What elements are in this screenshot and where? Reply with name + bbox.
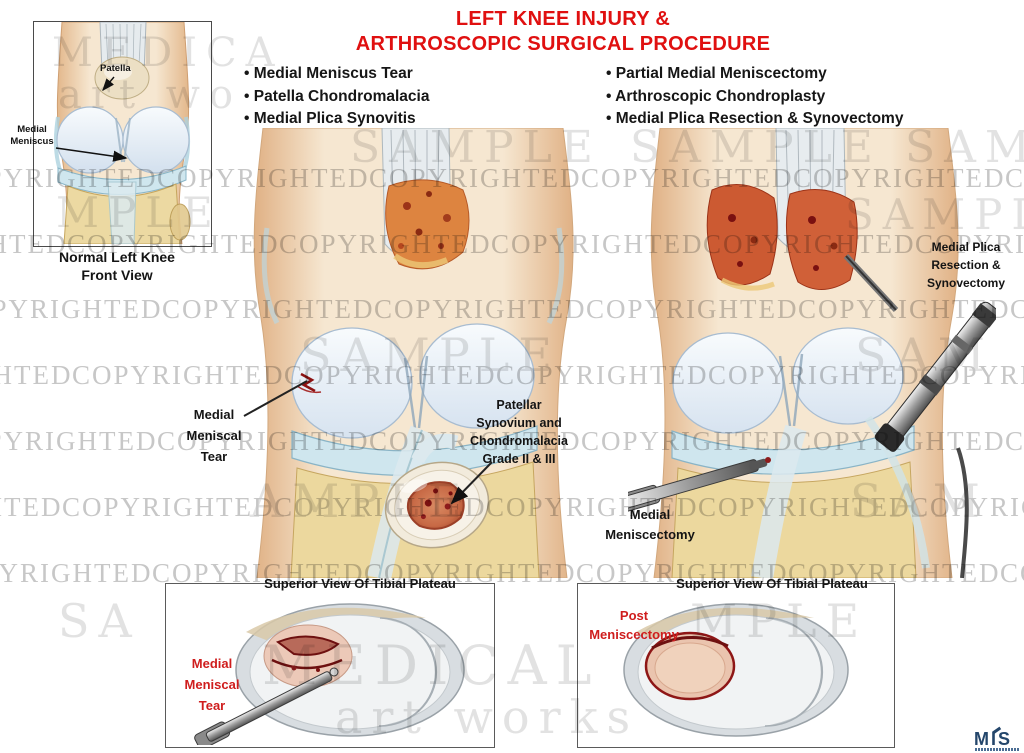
tibial-plateau-tear-illustration: [194, 603, 465, 747]
page-title: LEFT KNEE INJURY & ARTHROSCOPIC SURGICAL…: [333, 7, 793, 57]
meniscectomy-shaver-instrument: [615, 457, 771, 513]
patellar-chondromalacia-label: Patellar Synovium and Chondromalacia Gra…: [470, 398, 568, 466]
bullet-item: Patella Chondromalacia: [244, 86, 430, 109]
copyrighted-watermark: COPYRIGHTED: [1000, 558, 1024, 588]
lateral-femoral-condyle: [122, 106, 190, 174]
procedure-bullet-list: Partial Medial Meniscectomy Arthroscopic…: [606, 63, 903, 131]
normal-knee-inset-box: [33, 21, 212, 247]
plica-resection-label: Medial Plica Resection & Synovectomy: [926, 240, 1006, 290]
copyrighted-watermark: COPYRIGHTED: [0, 360, 73, 390]
cruciate-ligaments: [778, 353, 804, 427]
lateral-femoral-condyle: [792, 327, 904, 425]
lateral-meniscus: [764, 617, 824, 727]
patellar-tendon: [751, 424, 807, 580]
medial-femoral-condyle: [291, 327, 413, 439]
medial-meniscectomy-label: Medial Meniscectomy: [605, 507, 695, 542]
patellar-tendon: [107, 181, 137, 245]
cruciate-ligaments: [403, 355, 429, 429]
tibial-plateau-caption-left: Superior View Of Tibial Plateau: [264, 576, 456, 591]
normal-knee-front-view-illustration: [54, 22, 191, 245]
copyrighted-watermark: COPYRIGHTED: [0, 558, 153, 588]
medial-femoral-condyle: [672, 332, 784, 434]
copyrighted-watermark: COPYRIGHTED: [0, 294, 163, 324]
arthroscopic-surgery-figure: [615, 127, 999, 580]
knee-injury-illustration: [253, 127, 574, 581]
arthroscopy-illustration: [615, 127, 999, 580]
normal-knee-caption: Normal Left Knee Front View: [59, 249, 175, 283]
medial-femoral-condyle: [56, 106, 124, 174]
arthroscope-instrument: [843, 253, 999, 579]
medial-meniscal-tear-label: Medial Meniscal Tear: [186, 407, 242, 464]
post-meniscectomy-box: [577, 583, 895, 748]
bullet-item: Medial Meniscus Tear: [244, 63, 429, 86]
lateral-retinaculum: [546, 227, 565, 325]
copyrighted-watermark: COPYRIGHTED: [1010, 294, 1024, 324]
inflamed-synovium-patch: [385, 179, 470, 270]
lateral-femoral-condyle: [419, 323, 535, 429]
post-meniscectomy-label-red: Post Meniscectomy: [589, 608, 679, 642]
medial-meniscus-label: Medial Meniscus: [10, 124, 54, 147]
tear-label-red: Medial Meniscal Tear: [184, 656, 240, 713]
scope-light-cable: [956, 447, 969, 579]
bullet-item: Partial Medial Meniscectomy: [606, 63, 903, 86]
bullet-item: Medial Plica Synovitis: [244, 108, 429, 131]
bullet-item: Arthroscopic Chondroplasty: [606, 86, 903, 109]
mis-logo: MIS: [974, 729, 1013, 749]
bullet-item: Medial Plica Resection & Synovectomy: [606, 108, 904, 131]
patella-label: Patella: [100, 63, 131, 74]
injury-bullet-list: Medial Meniscus Tear Patella Chondromala…: [244, 63, 430, 131]
tibial-plateau-caption-right: Superior View Of Tibial Plateau: [676, 576, 868, 591]
copyrighted-watermark: COPYRIGHTED: [1005, 426, 1024, 456]
title-line-1: LEFT KNEE INJURY &: [455, 8, 671, 30]
arthroscopic-probe: [194, 667, 339, 747]
title-line-2: ARTHROSCOPIC SURGICAL PROCEDURE: [355, 33, 771, 55]
post-meniscectomy-illustration: [623, 603, 849, 737]
mis-logo-tagline: [975, 748, 1019, 751]
resected-plica-synovium-patches: [706, 184, 858, 291]
copyrighted-watermark: COPYRIGHTED: [0, 426, 158, 456]
copyrighted-watermark: COPYRIGHTED: [1005, 163, 1024, 193]
sample-watermark: SA: [58, 594, 141, 648]
fibula-bone: [169, 203, 191, 241]
medial-retinaculum: [261, 227, 280, 325]
meniscus-band: [57, 165, 187, 195]
patella-highlight: [104, 64, 132, 80]
medial-meniscus-tear-zone: [263, 624, 353, 688]
lateral-meniscus: [378, 617, 438, 727]
tibial-plateau-tear-box: [165, 583, 495, 748]
injured-knee-figure: [237, 127, 587, 581]
copyrighted-watermark: COPYRIGHTED: [0, 492, 63, 522]
meniscectomy-site: [644, 631, 736, 701]
